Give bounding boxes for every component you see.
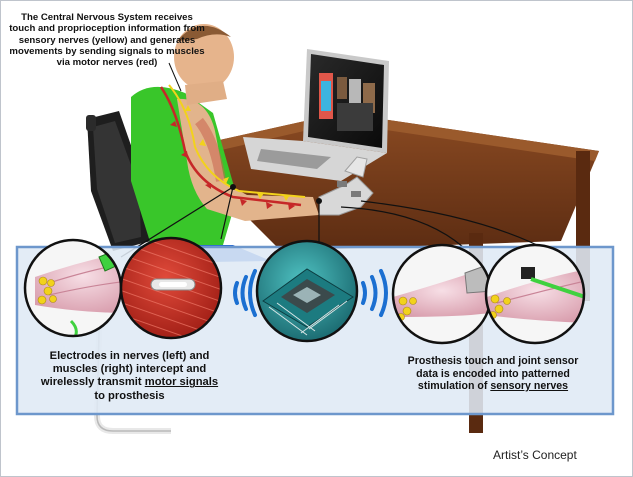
cns-caption: The Central Nervous System receives touc… (9, 12, 205, 69)
motor-signals-term: motor signals (144, 376, 219, 389)
motor-caption-text: Electrodes in nerves (left) and muscles … (40, 350, 210, 389)
prosthesis-nerve-inset (391, 243, 493, 345)
nerve-paths (120, 62, 550, 258)
nerve-electrode-inset (23, 238, 123, 338)
sensory-caption-text: Prosthesis touch and joint sensor data i… (407, 355, 579, 392)
motor-signal-caption: Electrodes in nerves (left) and muscles … (37, 350, 222, 403)
muscle-electrode-inset (119, 236, 223, 340)
chip-inset (255, 239, 359, 343)
sensory-nerves-term: sensory nerves (490, 380, 569, 392)
sensory-feedback-caption: Prosthesis touch and joint sensor data i… (399, 355, 587, 393)
motor-caption-end: to prosthesis (94, 389, 165, 402)
artist-credit: Artist’s Concept (493, 448, 577, 462)
chair (86, 111, 171, 434)
sensory-electrode-inset (484, 243, 586, 345)
wireless-signal-icon (233, 269, 257, 317)
wireless-signal-icon (361, 269, 388, 317)
laptop (243, 49, 389, 181)
